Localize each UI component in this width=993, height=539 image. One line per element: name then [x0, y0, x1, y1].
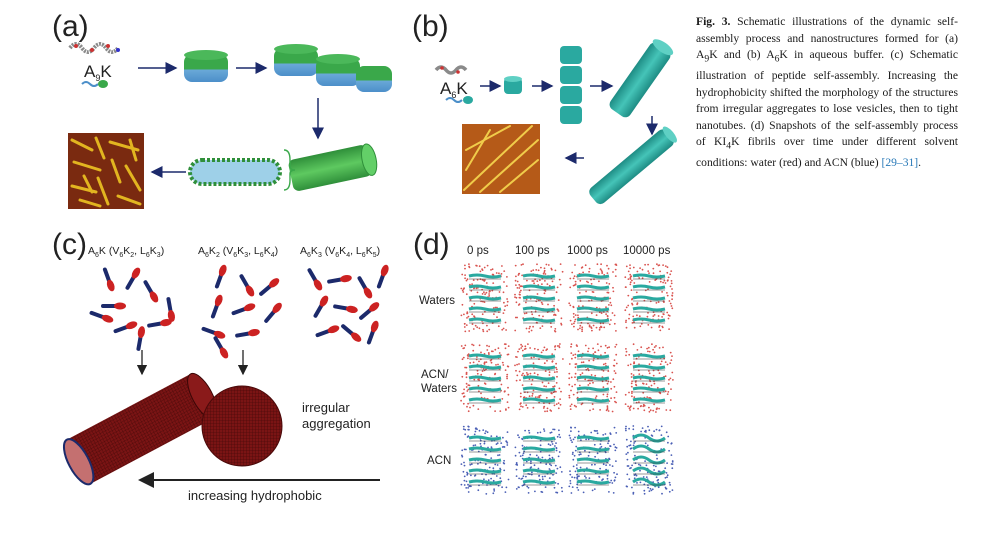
green-nanotube [288, 143, 378, 191]
red-vesicle-sphere [201, 385, 283, 467]
figure-number: Fig. 3. [696, 15, 731, 28]
teal-tube-lower [589, 126, 677, 205]
a9k-molecule [68, 42, 120, 88]
panel-b-label: (b) [412, 10, 449, 43]
snapshot-tile [460, 263, 509, 333]
panel-d-drawing: 0 ps 100 ps 1000 ps 10000 ps Waters ACN/… [419, 245, 674, 495]
time-label-0: 0 ps [467, 245, 489, 257]
snapshot-tile [568, 426, 618, 494]
panel-b: (b) A6K [400, 0, 690, 230]
afm-image-b [462, 124, 540, 194]
figure-caption: Fig. 3. Schematic illustrations of the d… [696, 15, 958, 170]
row-label-acn-waters-1: ACN/ [421, 369, 449, 381]
snapshot-tile [624, 425, 674, 495]
snapshot-tile [624, 263, 674, 332]
stacked-disks [274, 44, 392, 92]
group-label-1: A6K (V6K2, L6K3) [88, 245, 164, 259]
panel-c-label: (c) [52, 228, 87, 261]
snapshot-tile [514, 343, 564, 413]
snapshot-tile [624, 343, 674, 413]
time-label-2: 1000 ps [567, 245, 608, 257]
aggregation-label: aggregation [302, 416, 371, 431]
row-label-waters: Waters [419, 295, 455, 307]
row-label-acn: ACN [427, 455, 451, 467]
teal-particle [504, 76, 522, 94]
panel-b-drawing: A6K [434, 39, 677, 205]
a6k-label: A6K [440, 79, 468, 100]
teal-tube-upper [609, 39, 674, 118]
irregular-label: irregular [302, 400, 350, 415]
time-label-1: 100 ps [515, 245, 550, 257]
panel-d-label: (d) [413, 228, 450, 261]
vesicle-disk [184, 50, 228, 82]
panel-c: (c) A6K (V6K2, L6K3) A6K2 (V6K3, L6K4) A… [0, 228, 405, 528]
snapshot-tile [514, 428, 564, 494]
panel-a: (a) A9K [0, 0, 400, 230]
snapshot-tile [460, 425, 510, 495]
capsule-vesicle [188, 158, 282, 186]
snapshot-tile [514, 263, 564, 333]
peptide-cluster-1 [88, 266, 176, 352]
teal-stack [560, 46, 582, 124]
panel-d: (d) 0 ps 100 ps 1000 ps 10000 ps Waters … [405, 228, 695, 528]
snapshot-tile [568, 343, 618, 413]
md-snapshots [460, 263, 674, 495]
increasing-hydrophobic-label: increasing hydrophobic [188, 488, 322, 503]
a6k-molecule [434, 65, 473, 104]
group-label-3: A6K3 (V6K4, L6K5) [300, 245, 380, 259]
a9k-label: A9K [84, 62, 112, 83]
snapshot-tile [568, 263, 618, 333]
panel-a-label: (a) [52, 10, 89, 43]
afm-image-a [68, 133, 144, 209]
panel-a-drawing: A9K [68, 42, 392, 209]
panel-c-drawing: A6K (V6K2, L6K3) A6K2 (V6K3, L6K4) A6K3 … [62, 245, 391, 503]
row-label-acn-waters-2: Waters [421, 383, 457, 395]
group-label-2: A6K2 (V6K3, L6K4) [198, 245, 278, 259]
snapshot-tile [460, 343, 510, 413]
peptide-cluster-3 [305, 263, 391, 346]
red-nanotube [62, 372, 218, 486]
time-label-3: 10000 ps [623, 245, 671, 257]
reference-link[interactable]: [29–31] [881, 156, 919, 170]
peptide-cluster-2 [200, 263, 284, 360]
